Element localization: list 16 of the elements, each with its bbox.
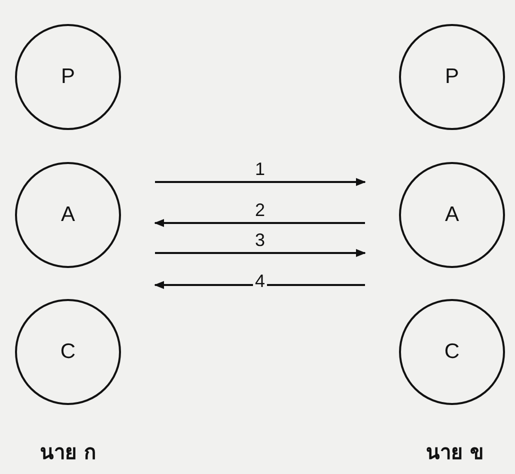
- circle-node: P: [399, 24, 505, 130]
- arrow: [154, 281, 365, 289]
- edge-label: 1: [253, 160, 267, 178]
- edge-label: 4: [253, 272, 267, 290]
- person-label: นาย ก: [40, 439, 96, 466]
- circle-node: C: [15, 299, 121, 405]
- person-label: นาย ข: [426, 439, 484, 466]
- edge-label: 3: [253, 231, 267, 249]
- arrow: [154, 219, 365, 227]
- circle-node: A: [15, 162, 121, 268]
- arrow: [155, 178, 366, 186]
- circle-node: A: [399, 162, 505, 268]
- circle-node: C: [399, 299, 505, 405]
- arrow: [155, 249, 366, 257]
- circle-node: P: [15, 24, 121, 130]
- edge-label: 2: [253, 201, 267, 219]
